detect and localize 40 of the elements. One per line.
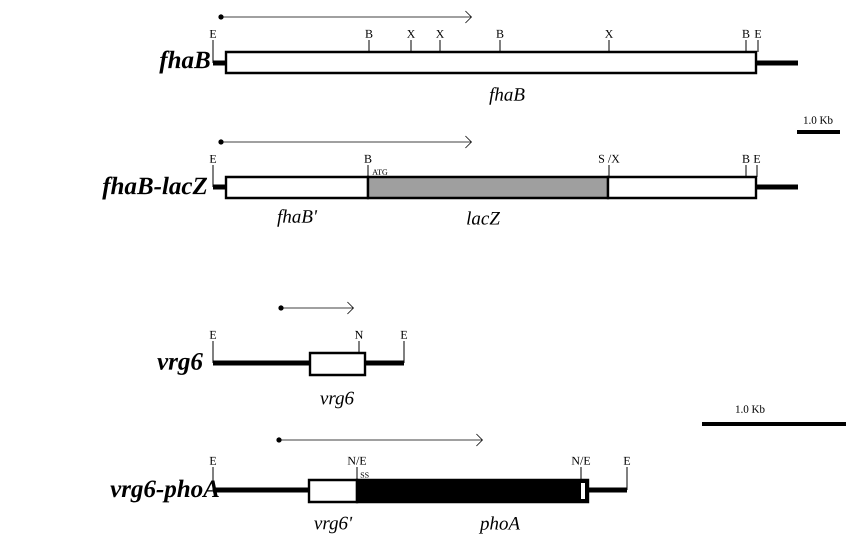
site-label: E: [754, 30, 762, 38]
gene-box: [606, 176, 758, 200]
gene-box: vrg6': [308, 478, 358, 534]
site-label: X: [406, 30, 416, 38]
node-label: fhaB: [489, 87, 525, 105]
site-label: N: [355, 330, 364, 339]
site-label: E: [210, 456, 216, 465]
site-label: N/E: [348, 456, 366, 465]
scale-label: 1.0 Kb: [804, 116, 833, 124]
site-label: S /X: [598, 154, 620, 163]
node-label: vrg6: [320, 392, 354, 408]
site-label: B: [742, 154, 750, 163]
construct-name: vrg6-phoA: [110, 480, 219, 502]
site-label: E: [210, 30, 216, 38]
gene-box: [581, 483, 585, 499]
gene-box: lacZ: [366, 176, 610, 225]
gene-box: fhaB': [224, 176, 370, 227]
gene-box: vrg6: [308, 352, 366, 408]
site-label: X: [436, 30, 444, 38]
scale-label: 1.0 Kb: [736, 405, 765, 413]
site-label: B: [364, 154, 372, 163]
node-label: fhaB': [277, 209, 318, 227]
gene-box: fhaB: [224, 50, 758, 105]
site-label: ATG: [372, 169, 388, 175]
site-label: X: [604, 30, 614, 38]
construct-name: vrg6: [157, 353, 203, 375]
site-label: E: [624, 456, 630, 465]
node-label: vrg6': [314, 516, 352, 534]
gene-box: phoA: [356, 478, 590, 534]
site-label: E: [210, 154, 216, 163]
site-label: E: [210, 330, 216, 339]
site-label: B: [365, 30, 372, 38]
site-label: E: [400, 330, 408, 339]
site-label: SS: [360, 472, 369, 478]
node-label: lacZ: [467, 211, 500, 225]
site-label: E: [754, 154, 760, 163]
site-label: B: [496, 30, 504, 38]
site-label: N/E: [572, 456, 590, 465]
node-label: phoA: [478, 516, 520, 534]
site-label: B: [742, 30, 750, 38]
